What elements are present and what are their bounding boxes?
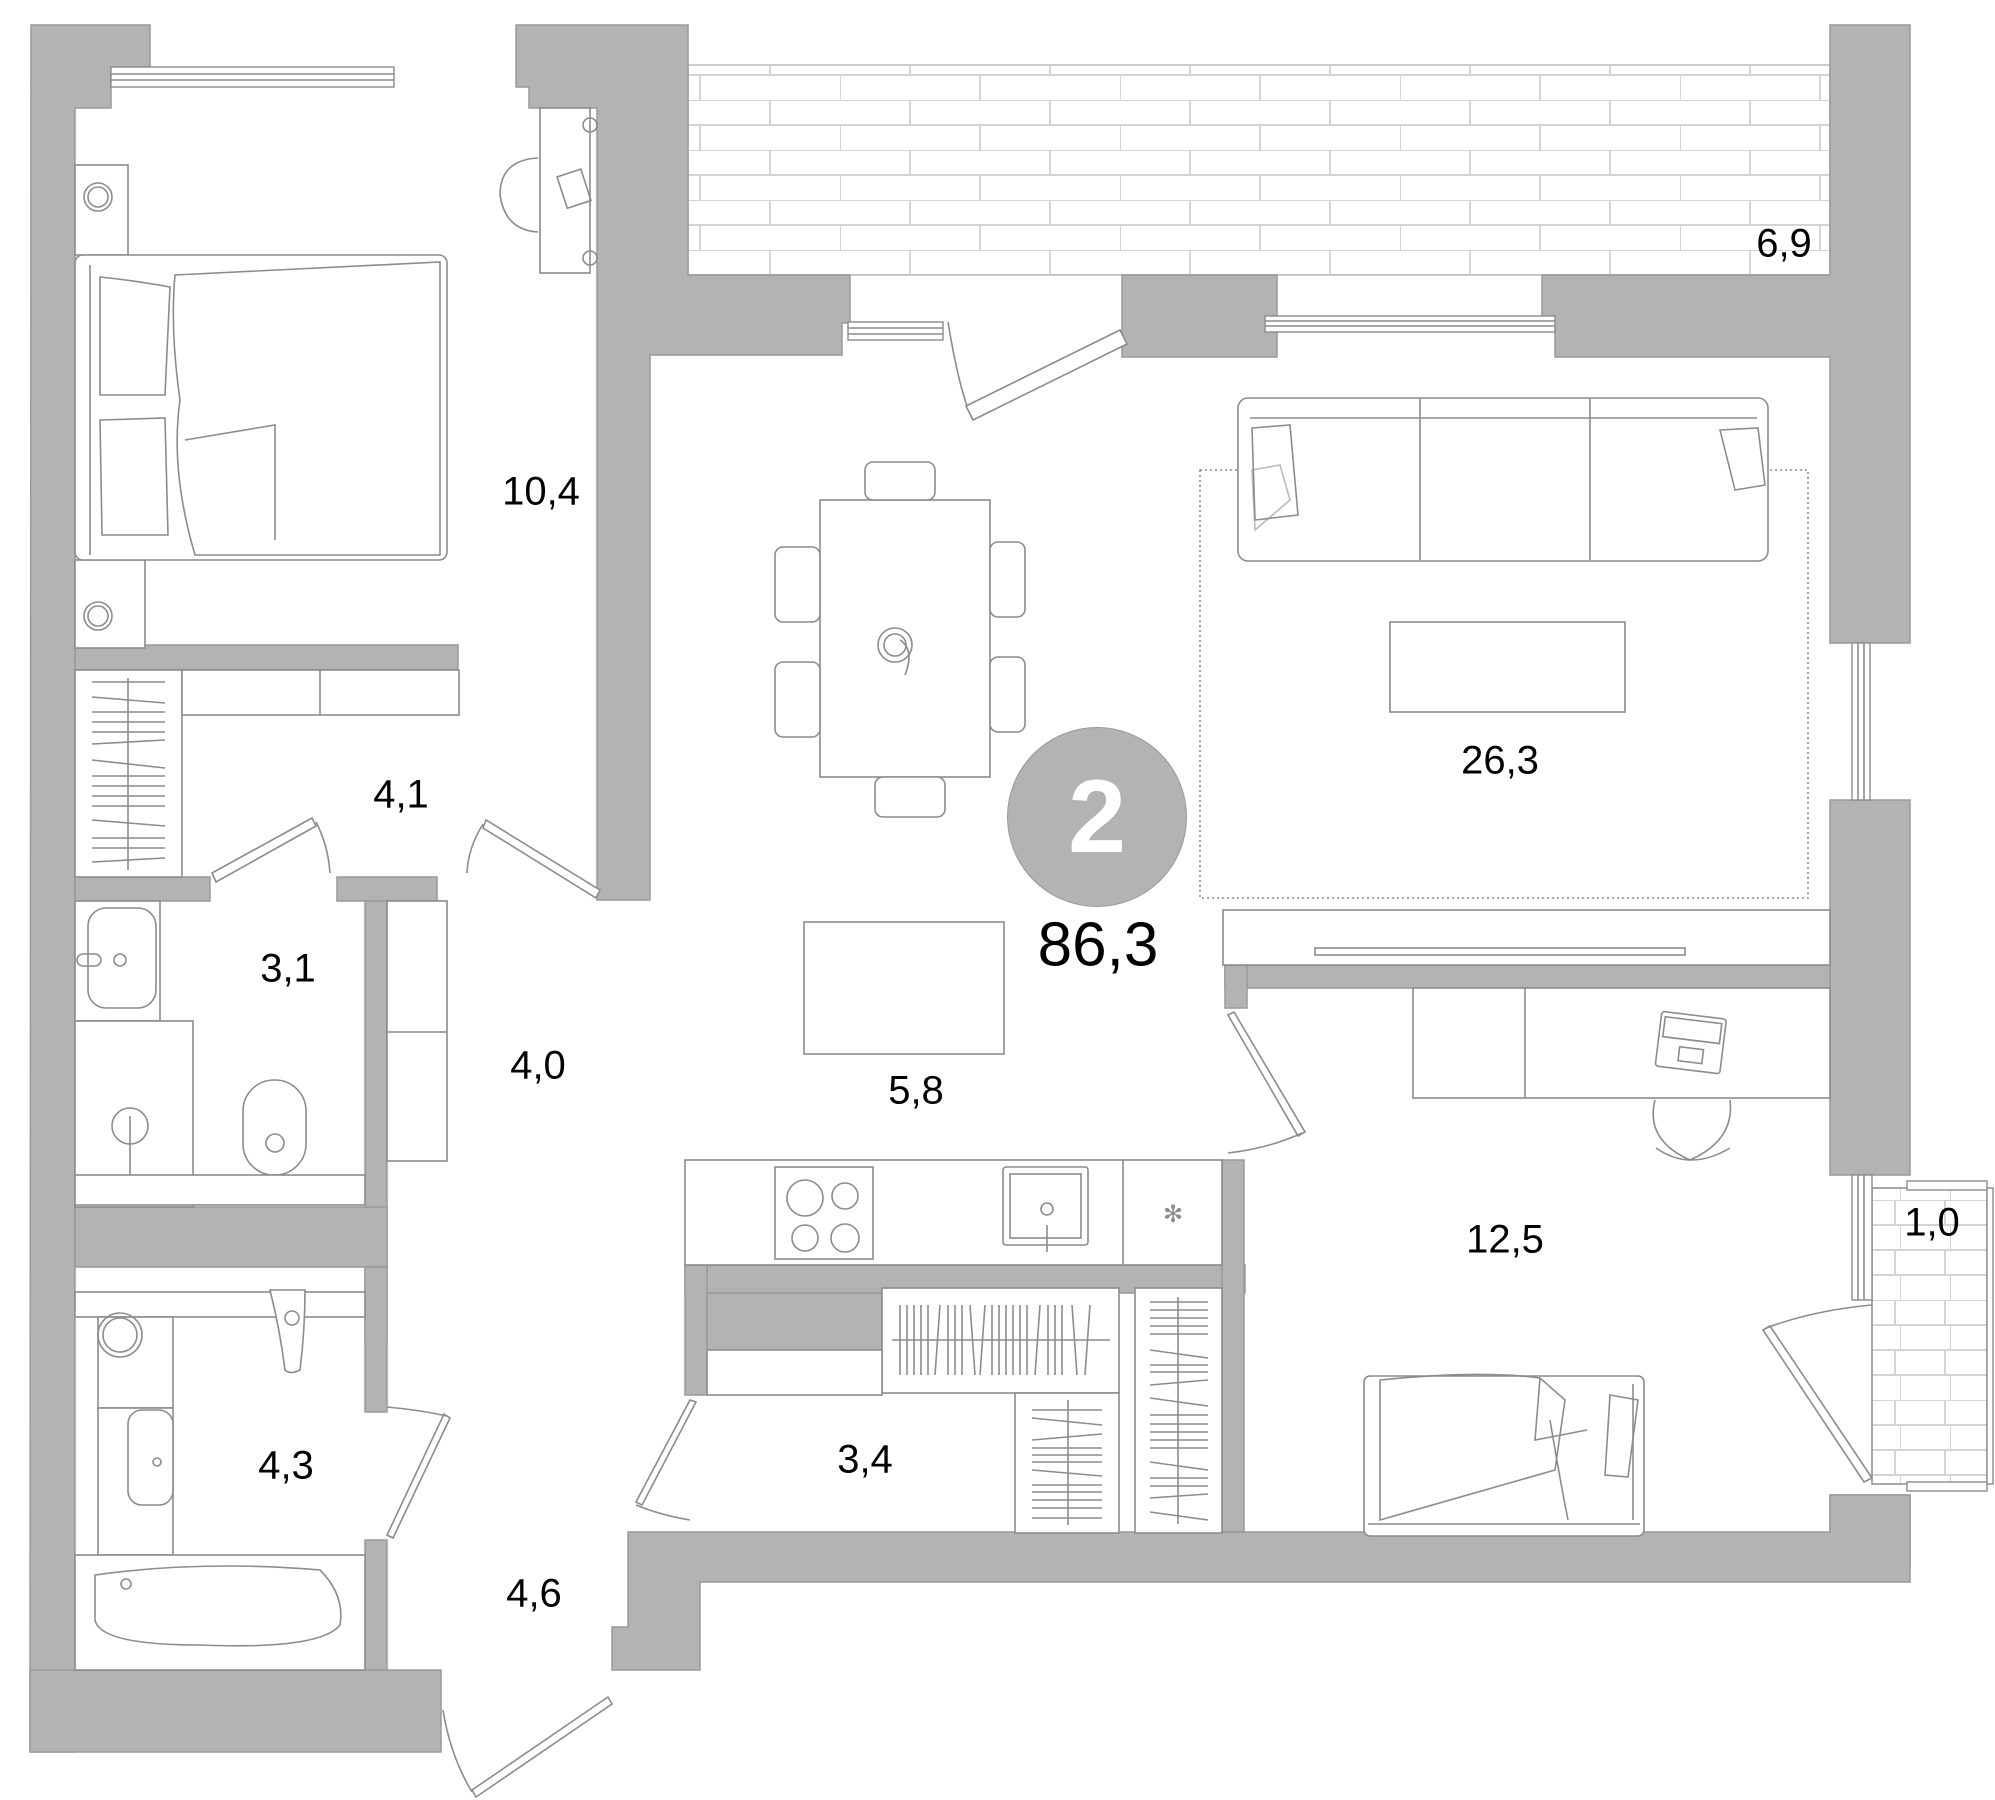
wardrobe-furniture — [74, 669, 460, 878]
area-label-balcony-main: 6,9 — [1756, 221, 1812, 266]
rug — [1199, 469, 1809, 899]
single-bed — [1363, 1373, 1645, 1537]
area-label-bedroom-master: 10,4 — [502, 469, 580, 514]
corridor-cabinet — [386, 900, 448, 1162]
rooms-count: 2 — [1068, 758, 1126, 875]
desk-and-chair — [499, 107, 598, 274]
hangers — [91, 681, 166, 863]
bathroom-fixtures — [74, 1289, 366, 1671]
window-bedroom-top — [110, 66, 395, 88]
sofa — [1237, 397, 1769, 562]
wc-fixtures — [74, 900, 366, 1208]
desk — [1412, 987, 1831, 1099]
area-label-bathroom: 4,3 — [258, 1443, 314, 1488]
doors — [210, 321, 1874, 1799]
desk-chair — [1652, 1099, 1732, 1161]
window-living-right — [1264, 315, 1556, 333]
storage-wardrobes — [706, 1287, 1223, 1534]
balcony-main — [687, 64, 1831, 276]
area-label-wardrobe-hall: 4,1 — [373, 772, 429, 817]
bedroom2-furniture — [1363, 987, 1831, 1537]
sink — [1002, 1166, 1089, 1252]
windows — [110, 66, 1873, 1301]
area-label-storage: 3,4 — [837, 1437, 893, 1482]
cooktop — [774, 1166, 874, 1260]
laptop-icon — [1654, 1010, 1727, 1075]
freezer-icon: ✻ — [1163, 1200, 1183, 1228]
window-living-left — [847, 321, 944, 341]
walls — [29, 24, 1911, 1753]
window-bedroom2-side — [1851, 1174, 1873, 1301]
coffee-table — [1389, 621, 1626, 713]
kitchen-counter: ✻ — [684, 1159, 1223, 1266]
living-furniture — [1199, 397, 1809, 899]
area-label-entrance-hall: 4,6 — [506, 1571, 562, 1616]
area-label-corridor: 4,0 — [510, 1043, 566, 1088]
double-bed — [74, 254, 448, 561]
master-bedroom-furniture — [74, 107, 598, 649]
area-label-wc: 3,1 — [260, 946, 316, 991]
total-area: 86,3 — [1037, 910, 1159, 980]
dining-set — [774, 461, 1026, 818]
kitchen-island — [803, 921, 1005, 1055]
area-label-kitchen-dining: 5,8 — [888, 1068, 944, 1113]
tv-console — [1222, 909, 1831, 966]
window-living-side — [1851, 642, 1871, 801]
area-label-living-room: 26,3 — [1461, 738, 1539, 783]
area-label-balcony-small: 1,0 — [1904, 1200, 1960, 1245]
rooms-count-badge: 2 — [1007, 727, 1187, 907]
area-label-bedroom-second: 12,5 — [1466, 1217, 1544, 1262]
balcony-small — [1871, 1180, 1994, 1492]
